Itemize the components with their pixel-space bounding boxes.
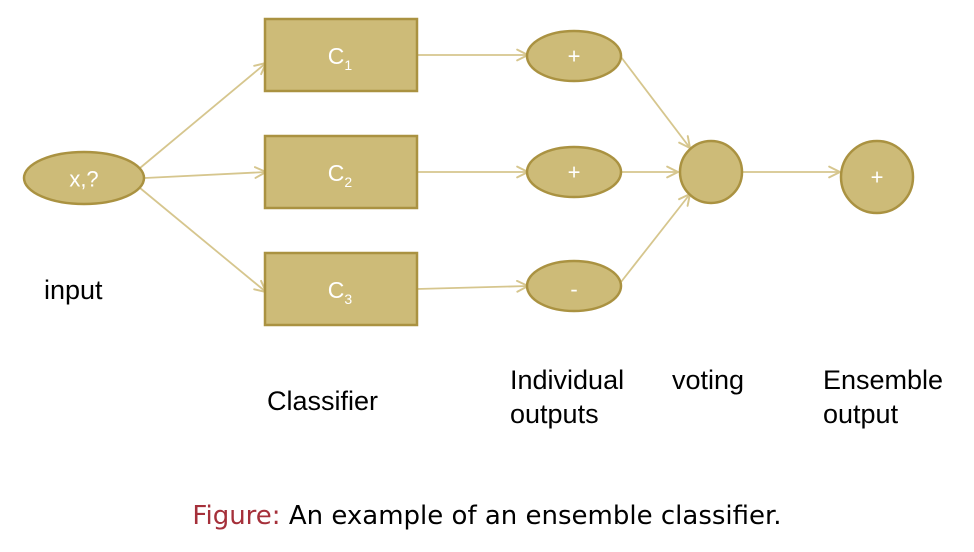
classifier-2-subscript: 2 xyxy=(344,174,352,190)
voting-label: voting xyxy=(672,365,745,395)
classifier-node-1: C1 xyxy=(263,17,419,93)
edge-out3-voting xyxy=(620,193,691,283)
edge-input-c3 xyxy=(139,187,267,293)
input-node-text: x,? xyxy=(69,167,98,192)
classifier-3-subscript: 3 xyxy=(344,291,352,307)
classifier-node-3: C3 xyxy=(263,251,419,327)
svg-text:C2: C2 xyxy=(328,160,353,190)
classifier-label: Classifier xyxy=(267,386,379,416)
ensemble-node-text: + xyxy=(871,165,884,190)
caption-prefix: Figure: xyxy=(192,501,281,531)
edge-input-c1 xyxy=(139,62,267,169)
svg-text:C3: C3 xyxy=(328,277,353,307)
output-node-1: + xyxy=(525,29,623,83)
voting-node xyxy=(678,139,744,205)
ensemble-node: + xyxy=(839,139,915,215)
classifier-node-2: C2 xyxy=(263,134,419,210)
individual-outputs-label: Individual outputs xyxy=(510,365,625,429)
output-node-2: + xyxy=(525,145,623,199)
output-node-2-text: + xyxy=(568,160,581,185)
figure-caption: Figure: An example of an ensemble classi… xyxy=(0,501,974,531)
output-node-3-text: - xyxy=(570,277,577,302)
edge-c3-out3 xyxy=(416,279,529,293)
caption-text: An example of an ensemble classifier. xyxy=(280,501,782,531)
input-node: x,? xyxy=(22,150,146,206)
output-node-1-text: + xyxy=(568,44,581,69)
edge-out1-voting xyxy=(620,56,691,149)
input-label: input xyxy=(44,275,103,305)
ensemble-output-label: Ensemble output xyxy=(823,365,944,429)
classifier-1-label: C xyxy=(328,43,345,69)
classifier-3-label: C xyxy=(328,277,345,303)
edges xyxy=(139,48,841,293)
classifier-1-subscript: 1 xyxy=(344,57,352,73)
classifier-2-label: C xyxy=(328,160,345,186)
svg-text:C1: C1 xyxy=(328,43,353,73)
edge-input-c2 xyxy=(144,166,267,179)
output-node-3: - xyxy=(525,259,623,313)
